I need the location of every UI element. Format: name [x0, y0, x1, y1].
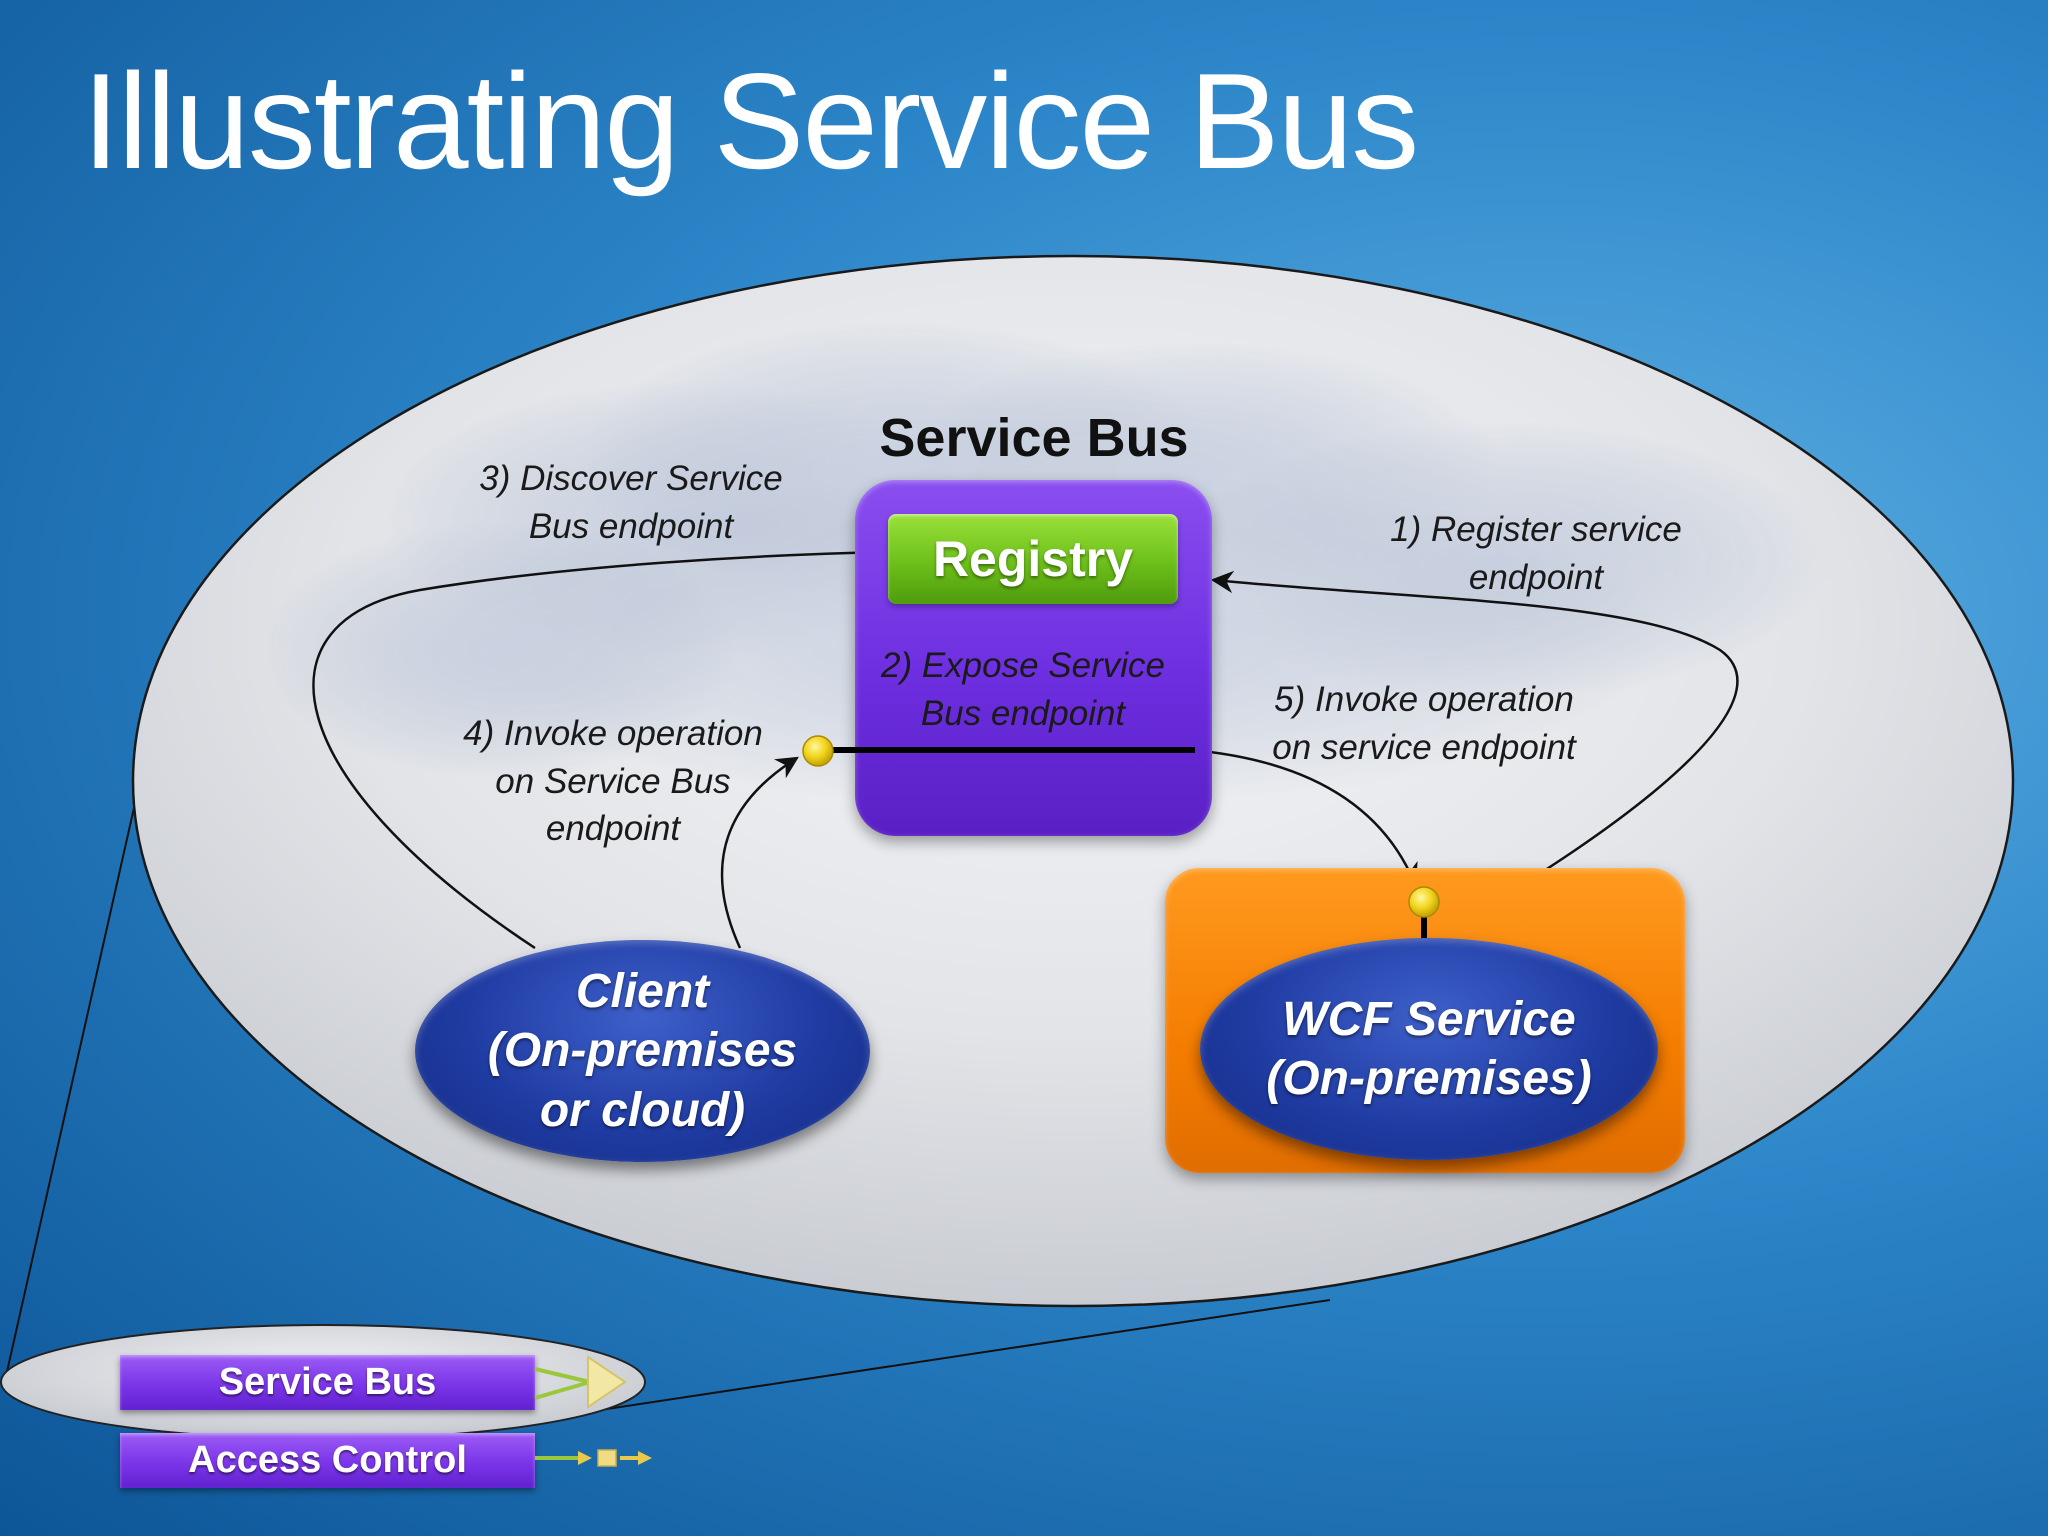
wcf-service-subtitle: (On-premises) — [1266, 1052, 1592, 1105]
zoom-line-left — [3, 789, 139, 1386]
legend-access-control: Access Control — [120, 1433, 535, 1488]
registry-box: Registry — [888, 514, 1178, 604]
arrow-invoke-service — [1191, 748, 1418, 887]
client-node: Client (On-premises or cloud) — [415, 940, 870, 1162]
legend-service-bus: Service Bus — [120, 1355, 535, 1410]
service-bus-label: Service Bus — [879, 408, 1189, 468]
client-title: Client — [575, 965, 710, 1019]
step-register-label: 1) Register service endpoint — [1390, 510, 1682, 597]
arrow-discover — [312, 541, 886, 950]
slide-title: Illustrating Service Bus — [82, 45, 1419, 197]
wcf-service-title: WCF Service — [1282, 992, 1576, 1046]
wcf-service-node: WCF Service (On-premises) — [1200, 938, 1658, 1160]
step-invoke-service-label: 5) Invoke operation on service endpoint — [1272, 680, 1576, 767]
zoom-line-right — [599, 1299, 1331, 1411]
client-subtitle-2: or cloud) — [539, 1083, 746, 1137]
arrow-register — [1210, 570, 1739, 940]
service-endpoint-dot — [1408, 886, 1440, 918]
step-expose-label: 2) Expose Service Bus endpoint — [880, 646, 1166, 733]
step-discover-label: 3) Discover Service Bus endpoint — [479, 459, 783, 546]
client-subtitle-1: (On-premises — [487, 1024, 798, 1078]
step-invoke-sb-label: 4) Invoke operation on Service Bus endpo… — [463, 714, 763, 849]
arrow-invoke-sb — [720, 756, 799, 949]
access-control-connector-icon — [535, 1449, 652, 1467]
service-bus-connector-icon — [534, 1355, 627, 1409]
service-bus-endpoint-dot — [802, 735, 834, 767]
